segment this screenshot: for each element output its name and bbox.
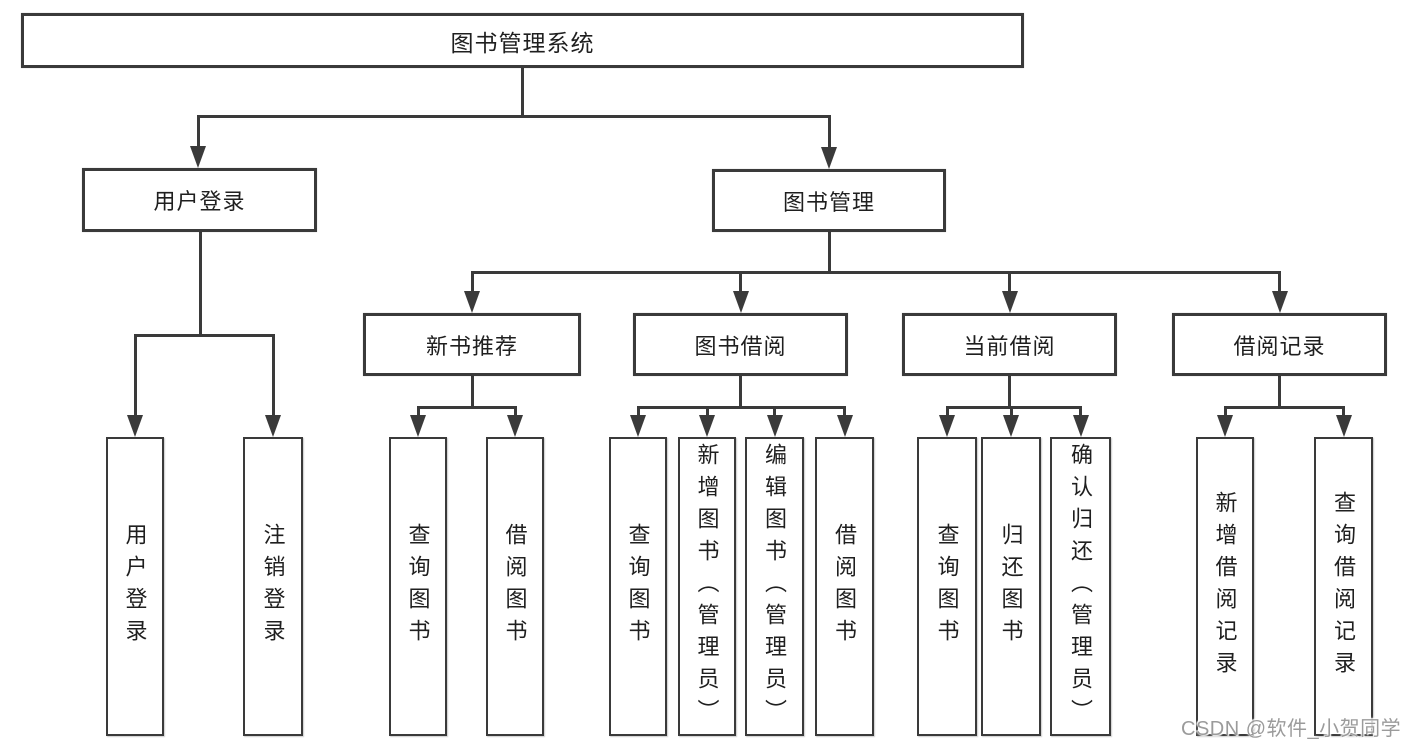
connector-bookborrow-stem (739, 376, 742, 409)
leaf-borrow-books-1-label: 借阅图书 (502, 522, 528, 651)
leaf-query-books-3: 查询图书 (917, 437, 977, 736)
watermark-text: CSDN @软件_小贺同学 (1181, 718, 1402, 740)
leaf-return-books-label: 归还图书 (998, 522, 1024, 651)
leaf-edit-books-admin: 编辑图书（管理员） (745, 437, 804, 736)
node-book-management: 图书管理 (712, 169, 946, 232)
node-new-book-recommend-label: 新书推荐 (425, 333, 518, 359)
connector-bookmgmt-stem (827, 232, 831, 274)
arrowhead-leaf (1003, 415, 1019, 437)
connector-newbook-stem (470, 376, 474, 409)
arrowhead-leaf-logout (265, 415, 281, 437)
arrowhead-leaf (1335, 415, 1352, 437)
leaf-edit-books-admin-label: 编辑图书（管理员） (762, 442, 788, 731)
leaf-query-books-3-label: 查询图书 (934, 522, 960, 651)
arrowhead-leaf (939, 415, 955, 437)
leaf-user-login: 用户登录 (106, 437, 164, 736)
connector-arrowstem-leaf (1009, 406, 1013, 420)
connector-root-stem (520, 68, 524, 118)
connector-arrowstem-leaf-logout (271, 334, 275, 416)
arrowhead-borrow-records (1271, 291, 1288, 313)
node-root-system: 图书管理系统 (21, 13, 1024, 68)
arrowhead-leaf (1217, 415, 1233, 437)
arrowhead-leaf (1072, 415, 1089, 437)
connector-arrowstem-leaf (513, 406, 517, 420)
leaf-query-borrow-record-label: 查询借阅记录 (1331, 490, 1357, 683)
connector-branch-level2 (196, 115, 831, 118)
connector-arrowstem-leaf-login (133, 334, 137, 416)
arrowhead-leaf (630, 415, 646, 437)
leaf-add-books-admin-label: 新增图书（管理员） (694, 442, 720, 731)
leaf-add-borrow-record-label: 新增借阅记录 (1212, 490, 1238, 683)
leaf-borrow-books-1: 借阅图书 (486, 437, 544, 736)
node-user-login: 用户登录 (82, 168, 317, 232)
arrowhead-new-book (464, 291, 480, 313)
arrowhead-user-login (190, 146, 206, 168)
connector-arrowstem-leaf (843, 406, 846, 420)
connector-arrowstem-leaf (1079, 406, 1082, 420)
node-new-book-recommend: 新书推荐 (363, 313, 581, 376)
arrowhead-leaf-login (127, 415, 143, 437)
connector-arrowstem-leaf (1342, 406, 1345, 420)
connector-arrowstem-leaf (416, 406, 420, 420)
connector-arrowstem-leaf (1223, 406, 1227, 420)
node-current-borrow: 当前借阅 (902, 313, 1117, 376)
arrowhead-leaf (766, 415, 783, 437)
connector-userlogin-stem (198, 232, 202, 337)
arrowhead-leaf (410, 415, 426, 437)
node-book-borrow-label: 图书借阅 (694, 333, 787, 359)
connector-branch-bookborrow-leaves (636, 406, 846, 409)
arrowhead-current-borrow (1001, 291, 1018, 313)
leaf-query-books-1-label: 查询图书 (405, 522, 431, 651)
node-book-management-label: 图书管理 (782, 189, 875, 215)
leaf-confirm-return-admin: 确认归还（管理员） (1050, 437, 1111, 736)
leaf-logout-label: 注销登录 (260, 522, 286, 651)
node-root-label: 图书管理系统 (450, 29, 595, 56)
leaf-borrow-books-2: 借阅图书 (815, 437, 874, 736)
node-user-login-label: 用户登录 (153, 189, 246, 214)
connector-arrowstem-leaf (705, 406, 709, 420)
leaf-borrow-books-2-label: 借阅图书 (832, 522, 858, 651)
connector-branch-level3 (470, 271, 1281, 274)
connector-arrowstem-leaf (945, 406, 949, 420)
leaf-confirm-return-admin-label: 确认归还（管理员） (1068, 442, 1094, 731)
connector-arrowstem-leaf (773, 406, 776, 420)
connector-borrowrecords-stem (1278, 376, 1281, 409)
leaf-return-books: 归还图书 (981, 437, 1041, 736)
leaf-query-books-2-label: 查询图书 (625, 522, 651, 651)
leaf-add-borrow-record: 新增借阅记录 (1196, 437, 1254, 736)
connector-arrowstem-leaf (636, 406, 640, 420)
node-current-borrow-label: 当前借阅 (963, 333, 1056, 359)
leaf-logout: 注销登录 (243, 437, 303, 736)
connector-branch-userlogin (133, 334, 275, 337)
connector-arrowstem-book-borrow (739, 271, 742, 295)
connector-currentborrow-stem (1008, 376, 1011, 409)
leaf-query-books-1: 查询图书 (389, 437, 447, 736)
connector-branch-currentborrow-leaves (945, 406, 1082, 409)
leaf-user-login-label: 用户登录 (122, 522, 148, 651)
connector-arrowstem-new-book (470, 271, 474, 295)
leaf-query-books-2: 查询图书 (609, 437, 667, 736)
arrowhead-book-management (821, 147, 837, 169)
node-borrow-records-label: 借阅记录 (1233, 333, 1326, 359)
arrowhead-leaf (836, 415, 853, 437)
node-borrow-records: 借阅记录 (1172, 313, 1387, 376)
connector-branch-newbook-leaves (416, 406, 517, 409)
arrowhead-leaf (699, 415, 715, 437)
connector-arrowstem-current-borrow (1008, 271, 1011, 295)
connector-branch-borrowrecords-leaves (1223, 406, 1345, 409)
node-book-borrow: 图书借阅 (633, 313, 848, 376)
leaf-add-books-admin: 新增图书（管理员） (678, 437, 736, 736)
connector-arrowstem-book-management (827, 115, 831, 151)
connector-arrowstem-borrow-records (1278, 271, 1281, 295)
connector-arrowstem-user-login (196, 115, 200, 150)
arrowhead-leaf (507, 415, 523, 437)
leaf-query-borrow-record: 查询借阅记录 (1314, 437, 1373, 736)
arrowhead-book-borrow (732, 291, 749, 313)
